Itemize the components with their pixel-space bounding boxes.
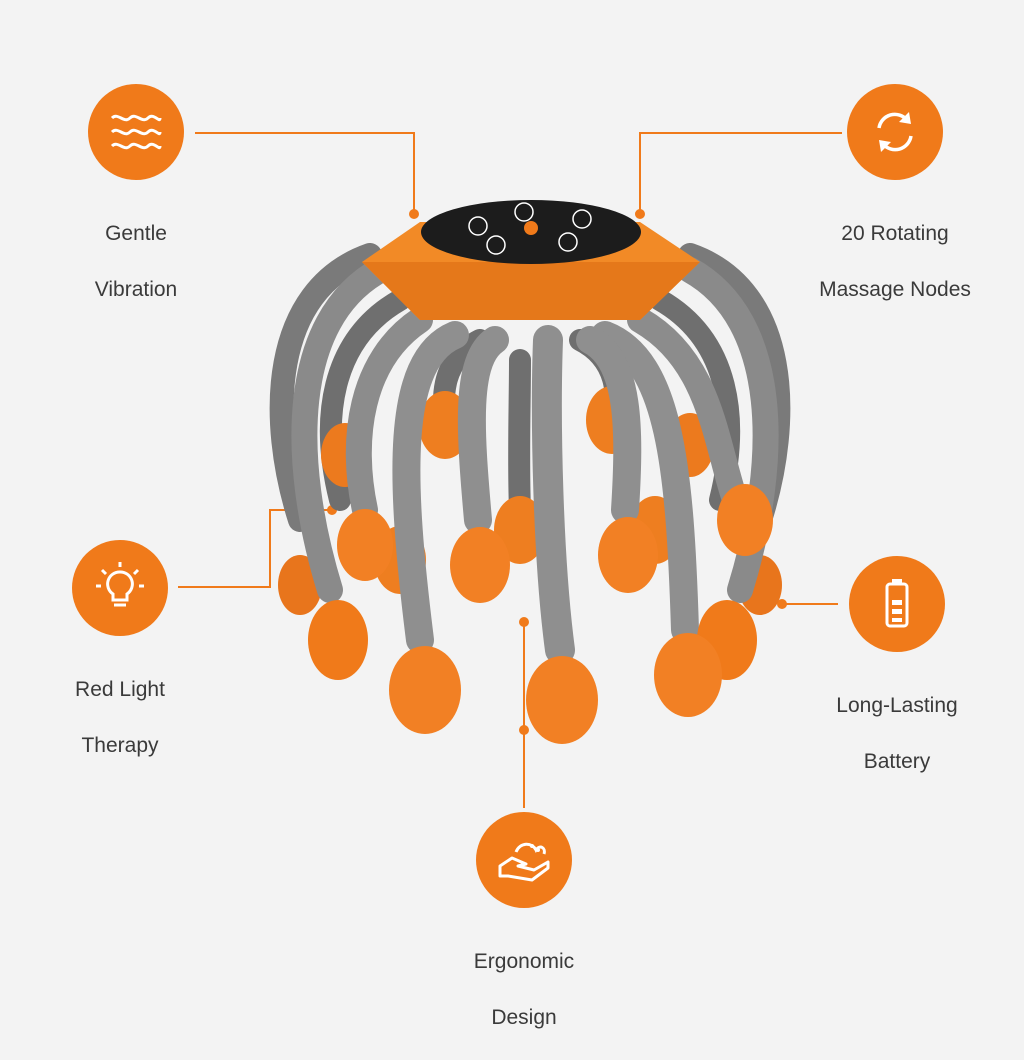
feature-label-line1: Long-Lasting	[836, 694, 958, 717]
power-button[interactable]	[468, 216, 488, 236]
hand-icon	[476, 812, 572, 908]
feature-label: Ergonomic Design	[424, 920, 624, 1060]
pause-button[interactable]	[486, 235, 506, 255]
massager-legs-front	[291, 257, 779, 744]
feature-label: Red Light Therapy	[20, 648, 220, 788]
battery-icon	[849, 556, 945, 652]
feature-rotating-nodes: 20 Rotating Massage Nodes	[795, 84, 995, 332]
feature-label-line1: 20 Rotating	[841, 222, 949, 245]
feature-label: 20 Rotating Massage Nodes	[795, 192, 995, 332]
lightbulb-icon	[72, 540, 168, 636]
feature-label-line1: Ergonomic	[473, 950, 575, 973]
connector-vibration	[195, 132, 415, 214]
feature-label-line2: Battery	[863, 750, 931, 773]
mode-button[interactable]	[514, 202, 534, 222]
feature-ergonomic: Ergonomic Design	[424, 812, 624, 1060]
feature-label-line2: Therapy	[81, 734, 159, 757]
feature-gentle-vibration: Gentle Vibration	[36, 84, 236, 332]
connector-dot-nodes	[635, 209, 645, 219]
massager-head	[362, 200, 700, 320]
feature-battery: Long-Lasting Battery	[797, 556, 997, 804]
feature-label: Gentle Vibration	[36, 192, 236, 332]
waves-icon	[88, 84, 184, 180]
feature-red-light: Red Light Therapy	[20, 540, 220, 788]
center-light-button[interactable]	[524, 221, 538, 235]
connector-dot-ergonomic-mid	[519, 725, 529, 735]
connector-dot-ergonomic-top	[519, 617, 529, 627]
intensity-button[interactable]	[572, 209, 592, 229]
feature-label-line1: Gentle	[105, 222, 167, 245]
connector-dot-vibration	[409, 209, 419, 219]
feature-label-line2: Design	[491, 1006, 557, 1029]
rotate-arrows-icon	[847, 84, 943, 180]
light-button[interactable]	[558, 232, 578, 252]
connector-nodes	[639, 132, 842, 214]
product-infographic: Gentle Vibration 20 Rotating Massage Nod…	[20, 84, 997, 1029]
feature-label-line2: Vibration	[94, 278, 178, 301]
connector-dot-battery	[777, 599, 787, 609]
feature-label: Long-Lasting Battery	[797, 664, 997, 804]
feature-label-line1: Red Light	[75, 678, 165, 701]
feature-label-line2: Massage Nodes	[819, 278, 971, 301]
scalp-massager-image	[269, 200, 791, 744]
